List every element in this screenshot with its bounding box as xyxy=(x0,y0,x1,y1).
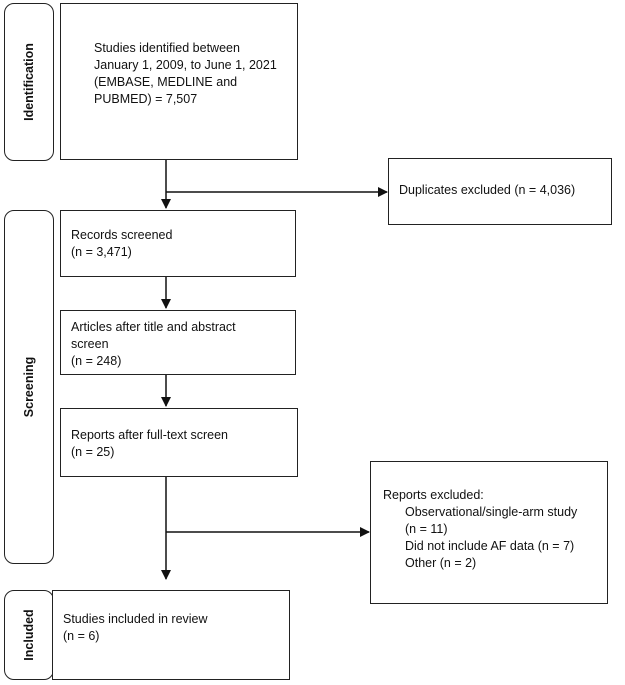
box-articles-title-abstract: Articles after title and abstract screen… xyxy=(60,310,296,375)
box-reports-excluded: Reports excluded: Observational/single-a… xyxy=(370,461,608,604)
box-studies-identified: Studies identified between January 1, 20… xyxy=(60,3,298,160)
identified-line-3: (EMBASE, MEDLINE and xyxy=(94,75,238,89)
reports-excluded-heading: Reports excluded: xyxy=(383,488,484,502)
reports-excluded-item-4: Other (n = 2) xyxy=(405,556,477,570)
articles-line-1: Articles after title and abstract xyxy=(71,320,236,334)
phase-screening: Screening xyxy=(4,210,54,564)
box-reports-fulltext: Reports after full-text screen (n = 25) xyxy=(60,408,298,477)
articles-line-3: (n = 248) xyxy=(71,354,122,368)
box-studies-included: Studies included in review (n = 6) xyxy=(52,590,290,680)
identified-line-4: PUBMED) = 7,507 xyxy=(94,92,198,106)
articles-line-2: screen xyxy=(71,337,109,351)
reports-excluded-item-1: Observational/single-arm study xyxy=(405,505,578,519)
reports-excluded-item-3: Did not include AF data (n = 7) xyxy=(405,539,575,553)
included-line-1: Studies included in review xyxy=(63,612,208,626)
records-screened-line-2: (n = 3,471) xyxy=(71,245,132,259)
included-line-2: (n = 6) xyxy=(63,629,100,643)
box-duplicates-excluded: Duplicates excluded (n = 4,036) xyxy=(388,158,612,225)
box-records-screened: Records screened (n = 3,471) xyxy=(60,210,296,277)
reports-excluded-item-2: (n = 11) xyxy=(405,522,448,536)
identified-line-1: Studies identified between xyxy=(94,41,240,55)
duplicates-text: Duplicates excluded (n = 4,036) xyxy=(399,183,576,197)
phase-included: Included xyxy=(4,590,54,680)
records-screened-line-1: Records screened xyxy=(71,228,173,242)
reports-fulltext-line-2: (n = 25) xyxy=(71,445,115,459)
phase-identification: Identification xyxy=(4,3,54,161)
identified-line-2: January 1, 2009, to June 1, 2021 xyxy=(94,58,277,72)
reports-fulltext-line-1: Reports after full-text screen xyxy=(71,428,229,442)
